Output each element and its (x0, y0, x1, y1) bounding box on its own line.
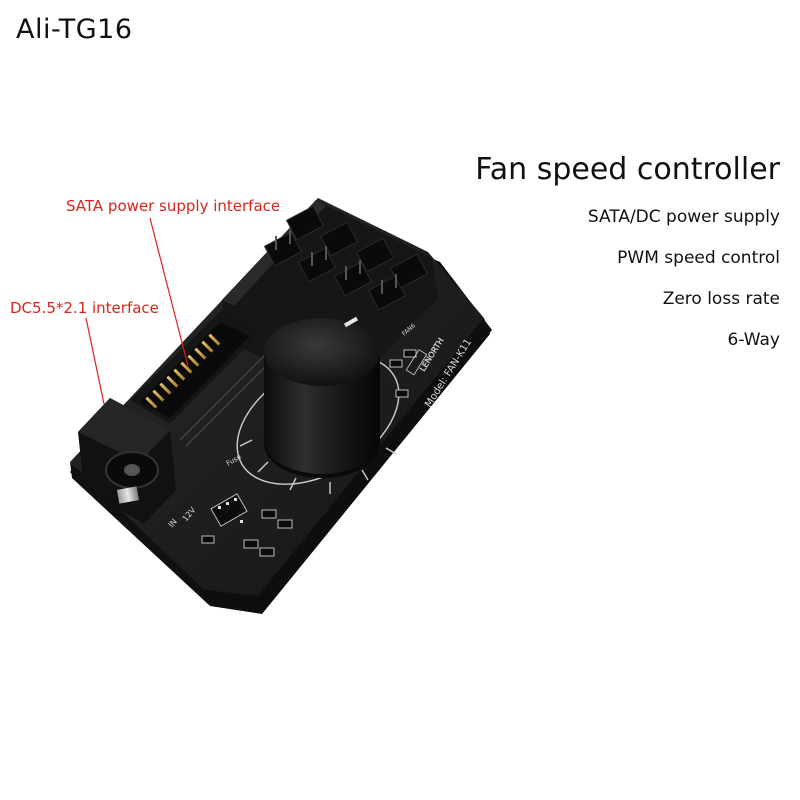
fan-header-block (222, 200, 438, 400)
feature-item: Zero loss rate (662, 289, 780, 309)
dc-callout-label: DC5.5*2.1 interface (10, 299, 159, 317)
product-title: Fan speed controller (475, 152, 780, 187)
sata-connector (130, 310, 279, 447)
watermark: Ali-TG16 (16, 14, 133, 45)
feature-item: PWM speed control (617, 248, 780, 268)
dc-jack (78, 398, 176, 524)
smd-components (201, 349, 417, 557)
sata-callout-label: SATA power supply interface (66, 197, 281, 215)
dc-callout-line (85, 317, 105, 405)
sata-callout-line (149, 217, 189, 367)
feature-item: SATA/DC power supply (587, 207, 780, 227)
speed-knob (264, 316, 380, 478)
feature-item: 6-Way (727, 330, 780, 350)
